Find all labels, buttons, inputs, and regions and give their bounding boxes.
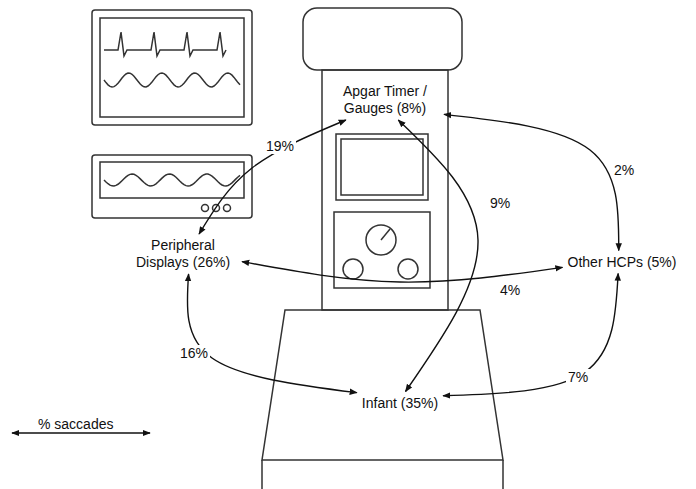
hcp-label: Other HCPs (5%) bbox=[557, 254, 687, 271]
node-text: Apgar Timer / Gauges (8%) bbox=[329, 83, 441, 117]
percent-label: 4% bbox=[498, 282, 522, 298]
gauge-knob bbox=[398, 259, 418, 279]
percent-label: 9% bbox=[488, 195, 512, 211]
saccade-arrow bbox=[199, 120, 346, 234]
saccade-arrow bbox=[242, 262, 563, 282]
percent-label: 2% bbox=[612, 162, 636, 178]
pleth-wave bbox=[104, 73, 240, 87]
gauge-panel bbox=[334, 212, 430, 288]
display-label: Peripheral Displays (26%) bbox=[127, 237, 239, 271]
gauge-knob bbox=[343, 259, 363, 279]
saccade-arrow bbox=[187, 274, 357, 393]
monitor-screen bbox=[100, 18, 244, 117]
bed-base bbox=[262, 460, 503, 489]
legend-arrow bbox=[12, 432, 150, 433]
percent-label: 7% bbox=[566, 369, 590, 385]
monitor-housing bbox=[92, 155, 252, 218]
monitor-button bbox=[202, 205, 209, 212]
gauge-dial bbox=[366, 225, 396, 255]
monitor-housing bbox=[92, 10, 252, 125]
ecg-wave bbox=[104, 32, 226, 56]
node-text: Peripheral Displays (26%) bbox=[127, 237, 239, 271]
gauge-needle bbox=[381, 229, 390, 240]
node-text: Infant (35%) bbox=[360, 395, 440, 412]
monitor-button bbox=[224, 205, 231, 212]
saccade-arrow bbox=[444, 114, 619, 250]
monitor-screen bbox=[100, 162, 244, 198]
saccade-arrow bbox=[443, 274, 618, 396]
saccade-arrow bbox=[398, 120, 478, 392]
tower-screen-inner bbox=[341, 139, 423, 195]
monitor-wave bbox=[104, 174, 240, 186]
warmer-head bbox=[303, 8, 462, 70]
percent-label: 19% bbox=[264, 138, 296, 154]
node-text: Other HCPs (5%) bbox=[566, 254, 679, 271]
infant-label: Infant (35%) bbox=[350, 395, 450, 412]
percent-label: 16% bbox=[178, 345, 210, 361]
gauge-label: Apgar Timer / Gauges (8%) bbox=[329, 83, 441, 117]
warmer-column bbox=[322, 70, 448, 310]
legend-text: % saccades bbox=[38, 416, 113, 432]
tower-screen bbox=[336, 134, 428, 200]
